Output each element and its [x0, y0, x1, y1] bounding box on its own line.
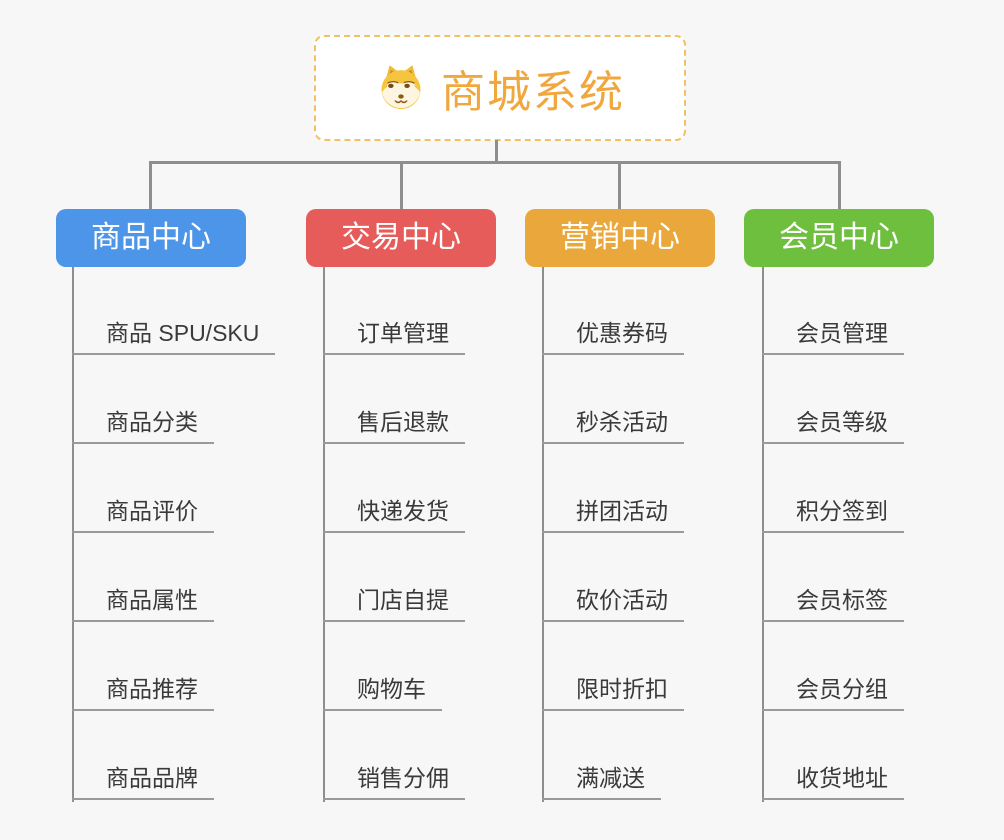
leaf-node[interactable]: 快递发货: [323, 491, 465, 533]
leaf-node[interactable]: 商品分类: [72, 402, 214, 444]
leaf-node[interactable]: 满减送: [542, 758, 661, 800]
leaf-node[interactable]: 会员分组: [762, 669, 904, 711]
leaf-node[interactable]: 售后退款: [323, 402, 465, 444]
connector-drop-3: [618, 161, 621, 210]
leaf-node[interactable]: 收货地址: [762, 758, 904, 800]
leaf-node[interactable]: 商品评价: [72, 491, 214, 533]
leaf-node[interactable]: 销售分佣: [323, 758, 465, 800]
leaf-node[interactable]: 会员标签: [762, 580, 904, 622]
connector-trunk: [149, 161, 841, 164]
connector-column-2: [323, 265, 325, 802]
connector-column-1: [72, 265, 74, 802]
leaf-node[interactable]: 商品品牌: [72, 758, 214, 800]
branch-marketing-center[interactable]: 营销中心: [525, 209, 715, 267]
connector-drop-1: [149, 161, 152, 210]
leaf-node[interactable]: 会员等级: [762, 402, 904, 444]
leaf-node[interactable]: 拼团活动: [542, 491, 684, 533]
root-title: 商城系统: [441, 68, 625, 117]
dog-icon: [375, 62, 427, 114]
branch-member-center[interactable]: 会员中心: [744, 209, 934, 267]
leaf-node[interactable]: 商品属性: [72, 580, 214, 622]
connector-column-3: [542, 265, 544, 802]
leaf-node[interactable]: 商品推荐: [72, 669, 214, 711]
branch-product-center[interactable]: 商品中心: [56, 209, 246, 267]
connector-column-4: [762, 265, 764, 802]
leaf-node[interactable]: 订单管理: [323, 313, 465, 355]
leaf-node[interactable]: 商品 SPU/SKU: [72, 313, 276, 355]
leaf-node[interactable]: 积分签到: [762, 491, 904, 533]
leaf-node[interactable]: 限时折扣: [542, 669, 684, 711]
connector-drop-4: [838, 161, 841, 210]
leaf-node[interactable]: 砍价活动: [542, 580, 684, 622]
leaf-node[interactable]: 购物车: [323, 669, 442, 711]
connector-drop-2: [400, 161, 403, 210]
leaf-node[interactable]: 会员管理: [762, 313, 904, 355]
connector-root-stem: [495, 140, 498, 162]
branch-trade-center[interactable]: 交易中心: [306, 209, 496, 267]
leaf-node[interactable]: 门店自提: [323, 580, 465, 622]
leaf-node[interactable]: 秒杀活动: [542, 402, 684, 444]
leaf-node[interactable]: 优惠券码: [542, 313, 684, 355]
root-node[interactable]: 商城系统: [314, 35, 686, 141]
